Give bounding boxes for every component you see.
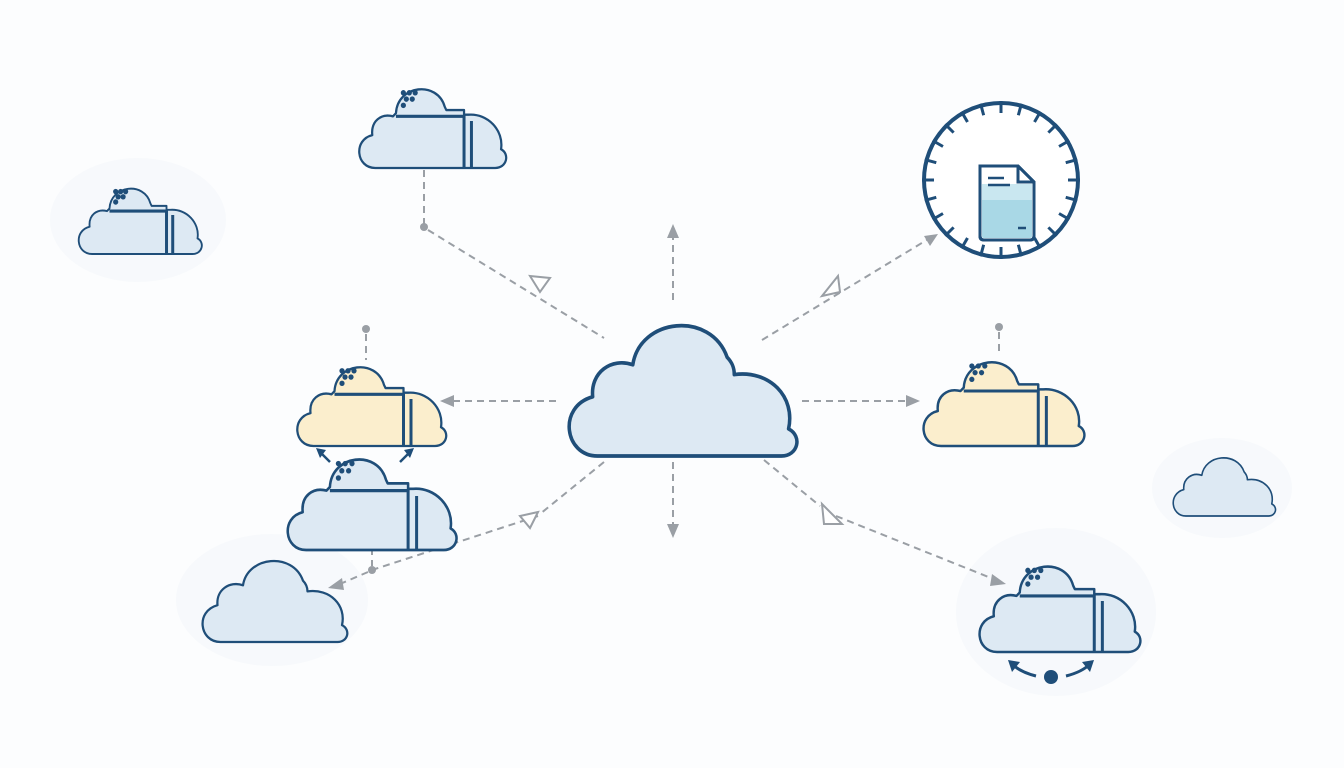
pin-right-yellow (995, 323, 1003, 352)
connector-top-left (420, 170, 605, 339)
cloud-far-left-server (77, 187, 203, 255)
server-indicator-dot (978, 369, 985, 376)
server-indicator-dot (113, 199, 119, 205)
server-indicator-dot (351, 368, 357, 374)
server-indicator-dot (1034, 574, 1041, 580)
server-indicator-dot (345, 368, 351, 374)
clock-tick (1058, 139, 1071, 148)
server-indicator-dot (1025, 567, 1031, 574)
clock-tick (979, 103, 986, 116)
nodes (77, 88, 1277, 654)
cloud-right-yellow-server (922, 360, 1086, 448)
clock-tick (1033, 237, 1042, 250)
server-indicator-dot (409, 96, 415, 102)
clock-tick (944, 123, 955, 134)
connector-down (667, 462, 679, 538)
server-indicator-dot (349, 460, 355, 467)
server-indicator-dot (400, 102, 406, 109)
clock-tick (1047, 123, 1058, 134)
server-indicator-dot (406, 90, 412, 96)
connector-right (802, 395, 920, 407)
clock-tick (960, 237, 969, 250)
server-indicator-dot (972, 369, 978, 376)
server-indicator-dot (113, 188, 119, 195)
connector-clock (761, 234, 938, 341)
server-indicator-dot (118, 188, 124, 195)
server-indicator-dot (400, 90, 406, 96)
sync-indicator (1008, 660, 1094, 684)
server-indicator-dot (339, 368, 345, 374)
clock-tick (924, 158, 937, 165)
connector-left (440, 395, 556, 407)
server-indicator-dot (969, 376, 975, 383)
server-indicator-dot (346, 468, 352, 474)
clock-tick (979, 244, 986, 257)
server-indicator-dot (115, 194, 121, 200)
clock-file-node (922, 101, 1080, 259)
server-indicator-dot (335, 460, 341, 467)
clock-tick (931, 139, 944, 148)
server-indicator-dot (1031, 567, 1037, 574)
clock-tick (931, 212, 944, 221)
clock-tick (944, 226, 955, 237)
server-indicator-dot (1038, 567, 1044, 574)
server-indicator-dot (412, 90, 418, 96)
cloud-bottom-right-server (978, 565, 1142, 654)
server-indicator-dot (982, 363, 988, 369)
clock-tick (924, 195, 937, 202)
clock-tick (1033, 110, 1042, 123)
cloud-bottom-left (201, 559, 349, 644)
cloud-left-yellow-server (296, 366, 448, 448)
connector-bottom-right (763, 459, 1006, 586)
server-indicator-dot (342, 374, 348, 380)
clock-tick (1047, 226, 1058, 237)
server-indicator-dot (123, 188, 129, 195)
connectors (328, 170, 1006, 590)
server-indicator-dot (342, 460, 348, 467)
pin-left-yellow (362, 325, 370, 360)
server-indicator-dot (403, 96, 409, 102)
server-indicator-dot (120, 194, 126, 200)
connector-bottom-left (328, 461, 605, 590)
server-indicator-dot (969, 363, 975, 369)
stack-arrows (316, 448, 414, 463)
connector-up (667, 224, 679, 300)
server-indicator-dot (1028, 574, 1034, 580)
clock-tick (1065, 195, 1078, 202)
server-indicator-dot (335, 475, 341, 481)
cloud-left-blue-server (286, 458, 458, 552)
clock-tick (1016, 244, 1023, 257)
cloud-far-right-small (1172, 457, 1277, 517)
server-indicator-dot (348, 374, 354, 380)
server-indicator-dot (1025, 581, 1031, 587)
server-indicator-dot (975, 363, 981, 369)
server-indicator-dot (339, 468, 345, 474)
central-cloud (567, 323, 799, 458)
clock-tick (1016, 103, 1023, 116)
file-icon (978, 164, 1036, 242)
clock-tick (1058, 212, 1071, 221)
server-indicator-dot (339, 380, 345, 387)
cloud-top-left-server (358, 88, 508, 170)
clock-tick (1065, 158, 1078, 165)
clock-tick (960, 110, 969, 123)
